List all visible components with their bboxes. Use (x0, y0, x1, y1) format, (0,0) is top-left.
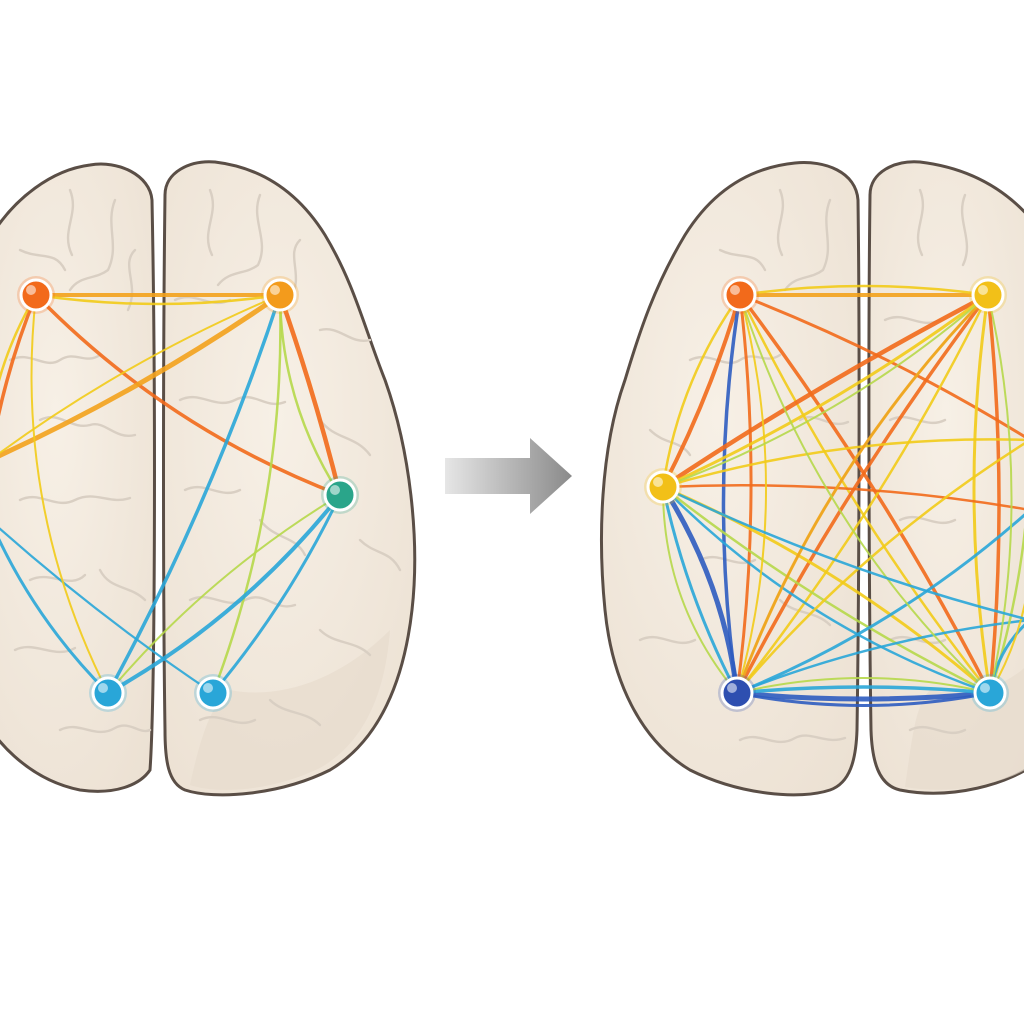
sparse-edge-4 (0, 292, 283, 459)
dense-edge-6 (738, 293, 992, 695)
sparse-edge-2 (34, 293, 282, 306)
sparse-edge-16 (30, 294, 109, 694)
sparse-edge-3 (34, 293, 342, 497)
right-hemisphere-left (600, 161, 861, 797)
dense-edge-28 (735, 293, 990, 695)
dense-edge-25 (735, 691, 992, 707)
dense-edge-36 (735, 442, 1024, 695)
brain-sparse (0, 160, 417, 797)
sparse-edge-12 (107, 494, 341, 694)
dense-edge-16 (660, 484, 740, 696)
dense-edge-21 (661, 438, 1024, 489)
nodes-dense (644, 276, 1009, 712)
dense-m5-node-icon (971, 674, 1009, 712)
sparse-edge-15 (0, 527, 215, 695)
dense-edge-40 (661, 485, 1024, 620)
sparse-n2-node-icon (261, 276, 299, 314)
dense-edge-38 (739, 294, 991, 694)
dense-m1-node-icon (721, 276, 759, 314)
dense-edge-34 (736, 294, 768, 694)
dense-edge-31 (989, 602, 1024, 694)
dense-edge-32 (661, 293, 742, 489)
dense-edge-19 (661, 485, 992, 695)
dense-edge-9 (660, 292, 991, 490)
dense-edge-22 (661, 483, 1024, 511)
dense-edge-27 (735, 619, 1024, 695)
right-arrow-icon (445, 438, 572, 514)
dense-edge-13 (986, 293, 1001, 695)
sparse-n1-node-icon (17, 276, 55, 314)
sparse-edge-13 (0, 293, 38, 382)
dense-edge-8 (738, 293, 1024, 439)
dense-m2-node-icon (969, 276, 1007, 314)
sparse-edge-5 (0, 293, 38, 417)
dense-m4-node-icon (718, 674, 756, 712)
sparse-edge-17 (0, 294, 281, 454)
sparse-edge-10 (106, 493, 342, 695)
sparse-edge-6 (277, 292, 343, 498)
sparse-edge-8 (106, 293, 282, 695)
nodes-sparse (17, 276, 359, 712)
dense-edge-33 (661, 486, 738, 694)
dense-edge-39 (736, 677, 991, 694)
edges-dense (660, 284, 1024, 707)
dense-edge-10 (661, 293, 990, 489)
sparse-n3-node-icon (321, 476, 359, 514)
dense-edge-12 (735, 293, 990, 695)
sparse-n4-node-icon (89, 674, 127, 712)
sparse-edge-11 (211, 493, 342, 695)
sparse-n5-node-icon (194, 674, 232, 712)
edges-sparse (0, 292, 343, 695)
dense-edge-4 (721, 293, 742, 695)
dense-edge-17 (661, 485, 739, 695)
dense-edge-14 (972, 293, 992, 695)
sparse-edge-9 (211, 293, 282, 695)
dense-edge-3 (661, 293, 742, 489)
dense-edge-23 (734, 690, 993, 702)
dense-m3-node-icon (644, 468, 682, 506)
dense-edge-24 (735, 685, 992, 695)
left-hemisphere-left (0, 162, 156, 793)
dense-edge-26 (735, 513, 1024, 695)
sparse-edge-14 (0, 538, 110, 695)
dense-edge-7 (738, 293, 992, 695)
dense-edge-2 (738, 284, 990, 297)
dense-edge-35 (987, 294, 1013, 694)
dense-edge-5 (735, 293, 753, 695)
dense-edge-37 (662, 294, 989, 488)
